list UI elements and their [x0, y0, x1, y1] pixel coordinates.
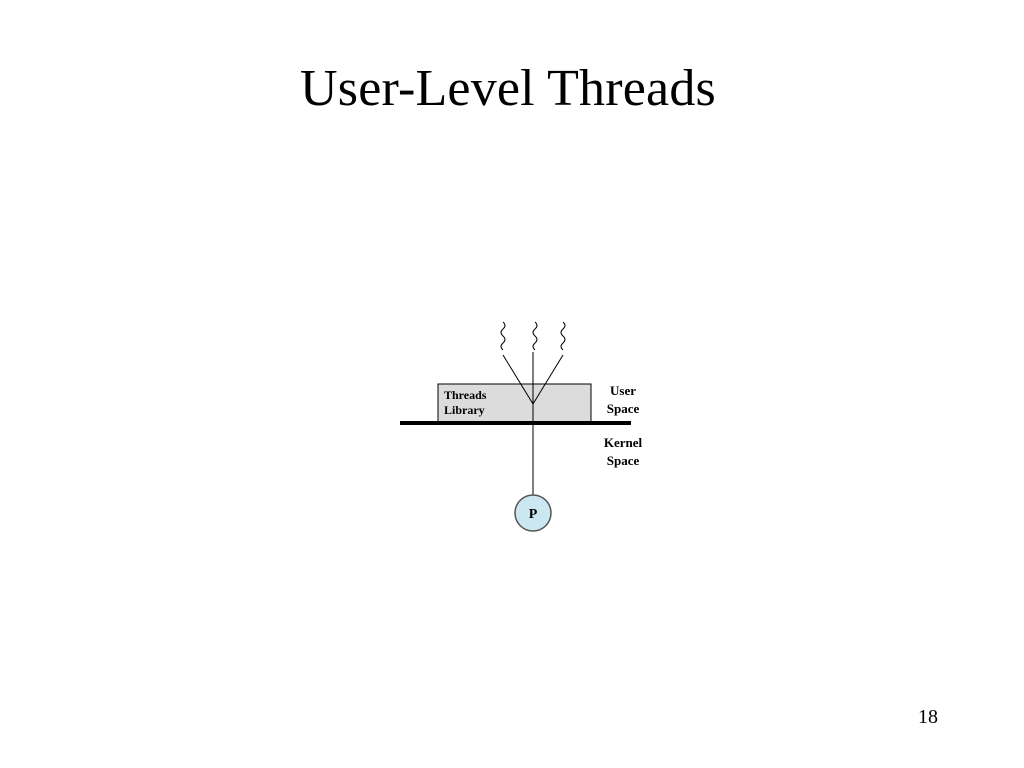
page-number: 18	[918, 706, 938, 728]
slide-title: User-Level Threads	[300, 60, 716, 117]
thread-3-connector-line	[532, 354, 564, 405]
user-thread-3-icon	[560, 321, 566, 351]
threads-library-box	[437, 383, 592, 424]
user-space-label-line1: User	[610, 383, 636, 398]
user-thread-1-icon	[500, 321, 506, 351]
user-space-label-line2: Space	[607, 401, 640, 416]
threads-library-label-line2: Library	[444, 403, 485, 417]
user-thread-2-icon	[532, 321, 538, 351]
process-label: P	[529, 507, 538, 522]
kernel-space-label-line2: Space	[607, 453, 640, 468]
threads-library-label-line1: Threads	[444, 388, 487, 402]
kernel-space-label-line1: Kernel	[604, 435, 643, 450]
thread-1-connector-line	[502, 354, 534, 405]
process-circle	[514, 494, 552, 532]
